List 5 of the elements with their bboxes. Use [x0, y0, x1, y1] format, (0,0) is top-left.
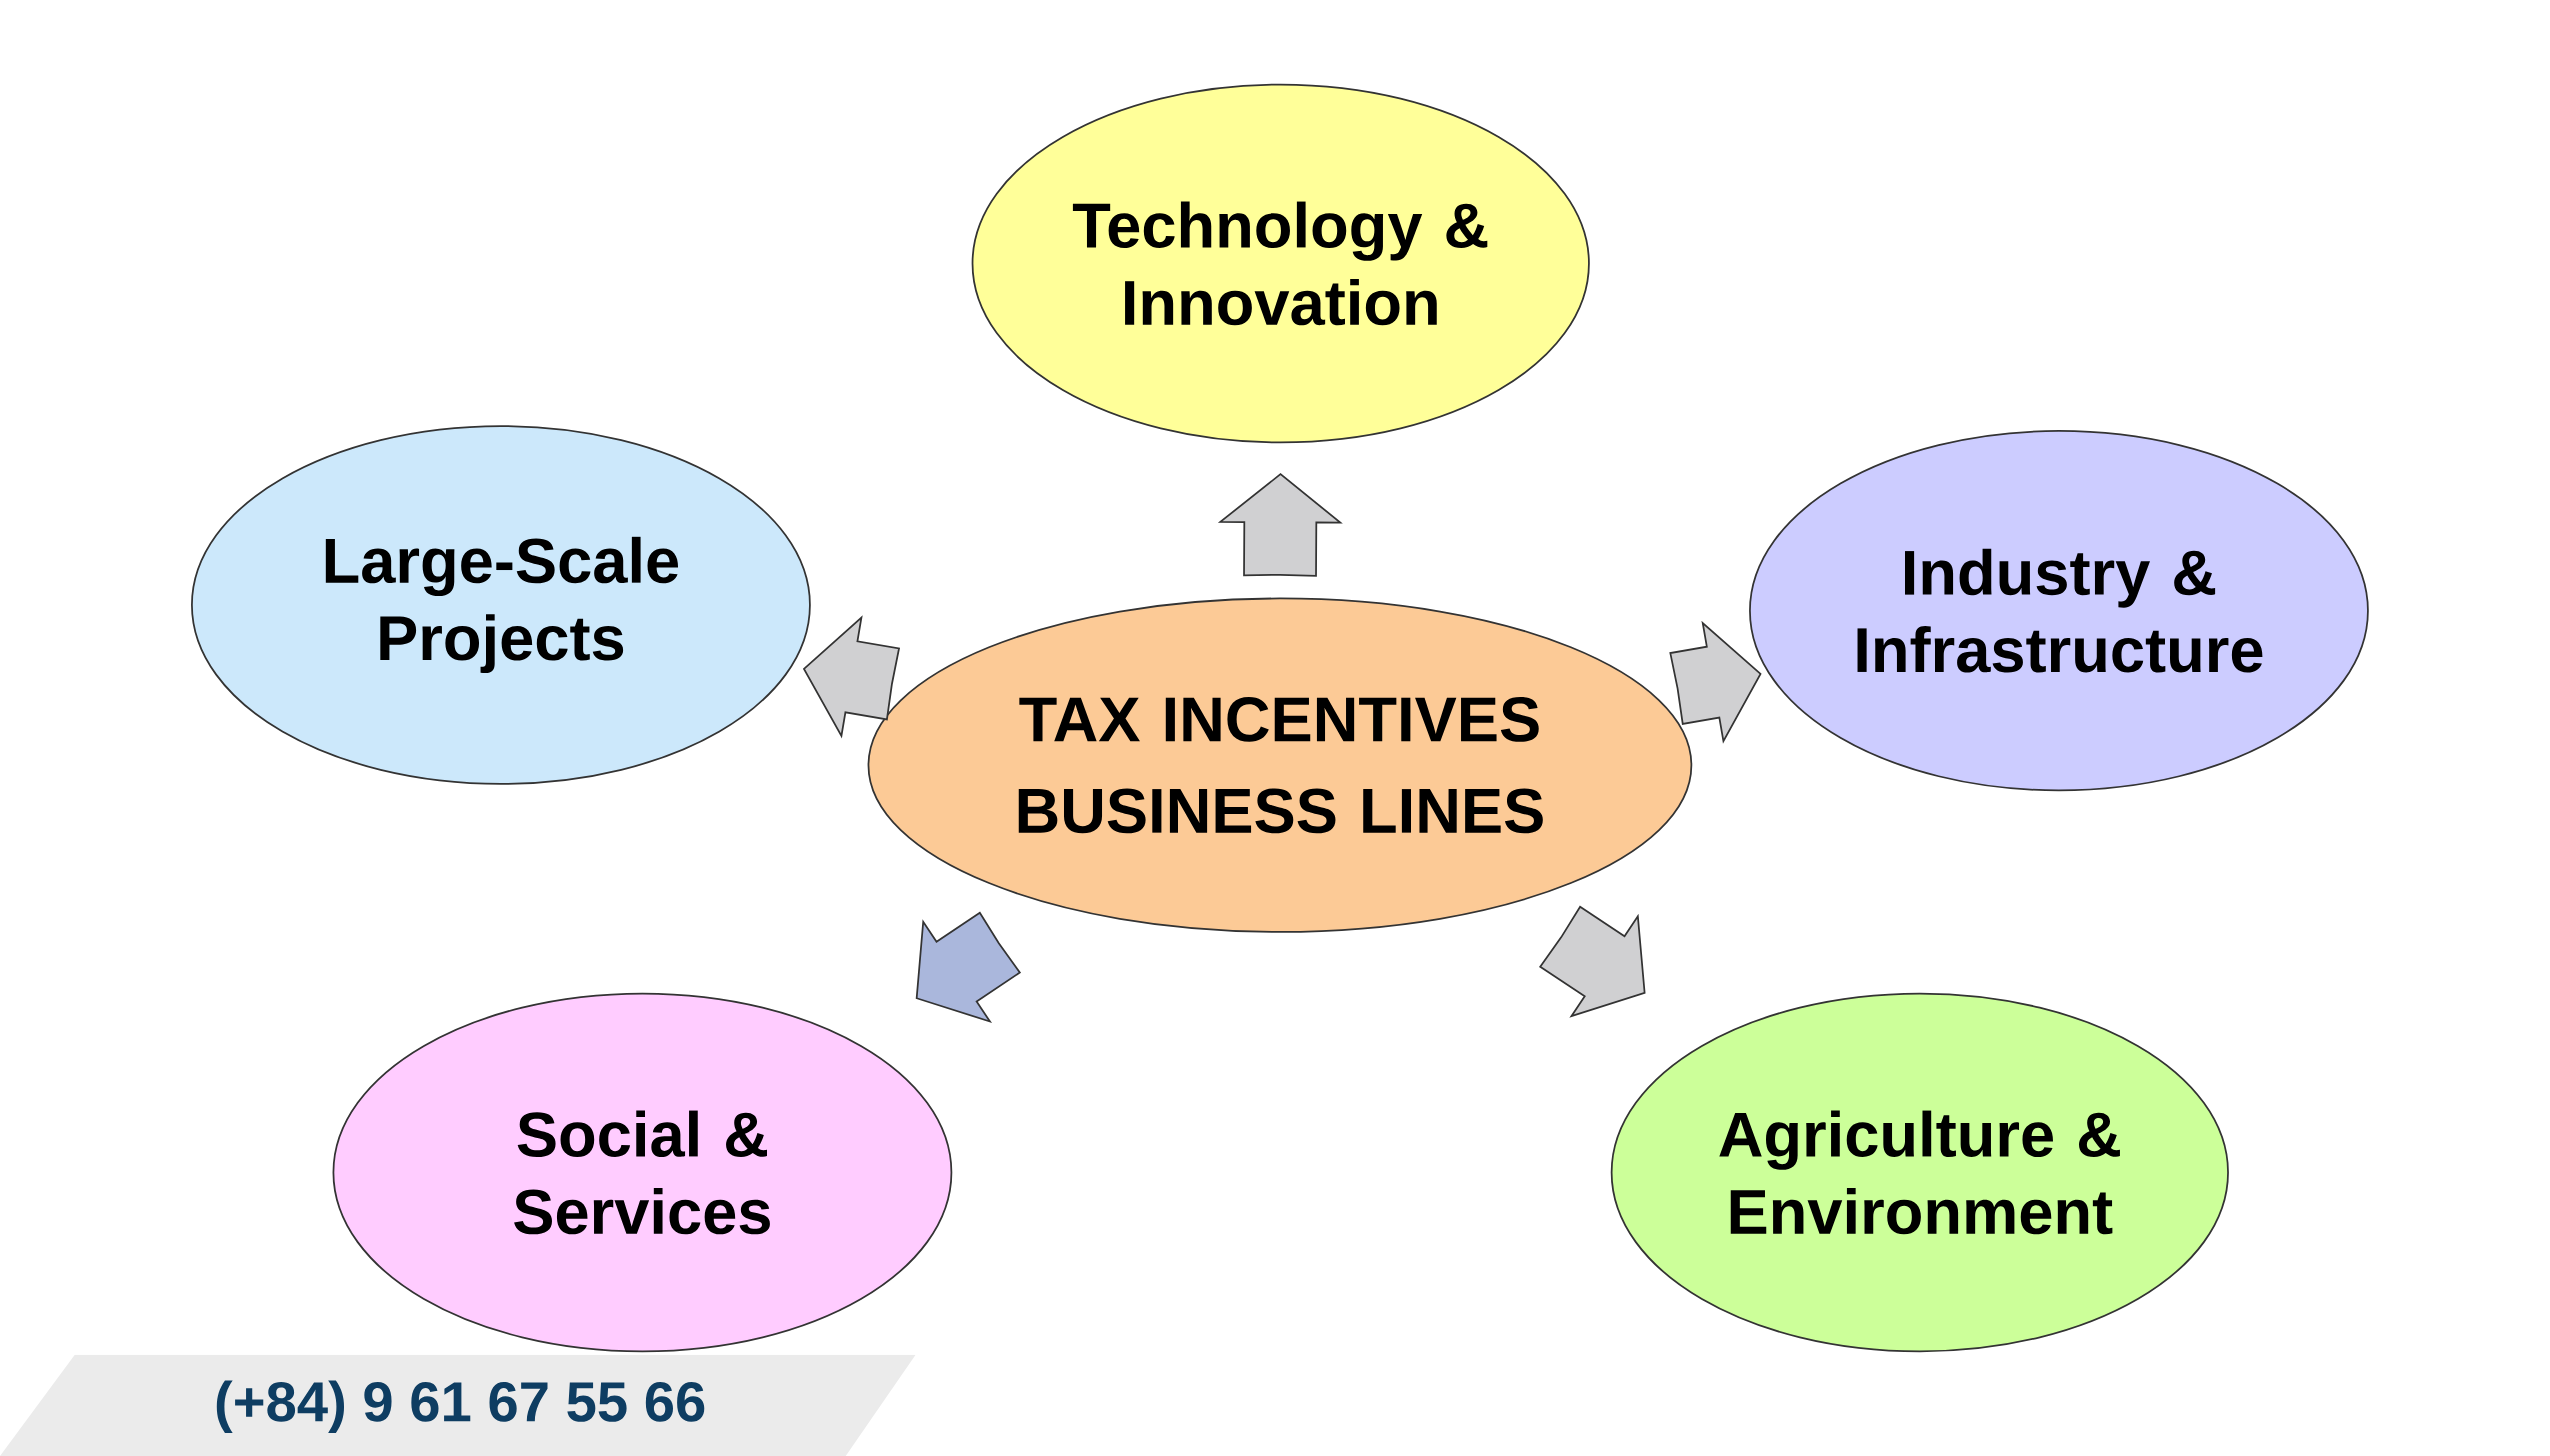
footer-band: (+84) 9 61 67 55 66	[0, 1354, 916, 1456]
block-arrow	[1217, 473, 1343, 577]
block-arrow	[915, 911, 1022, 1024]
block-arrow	[1669, 620, 1762, 744]
block-arrow	[1539, 905, 1646, 1018]
